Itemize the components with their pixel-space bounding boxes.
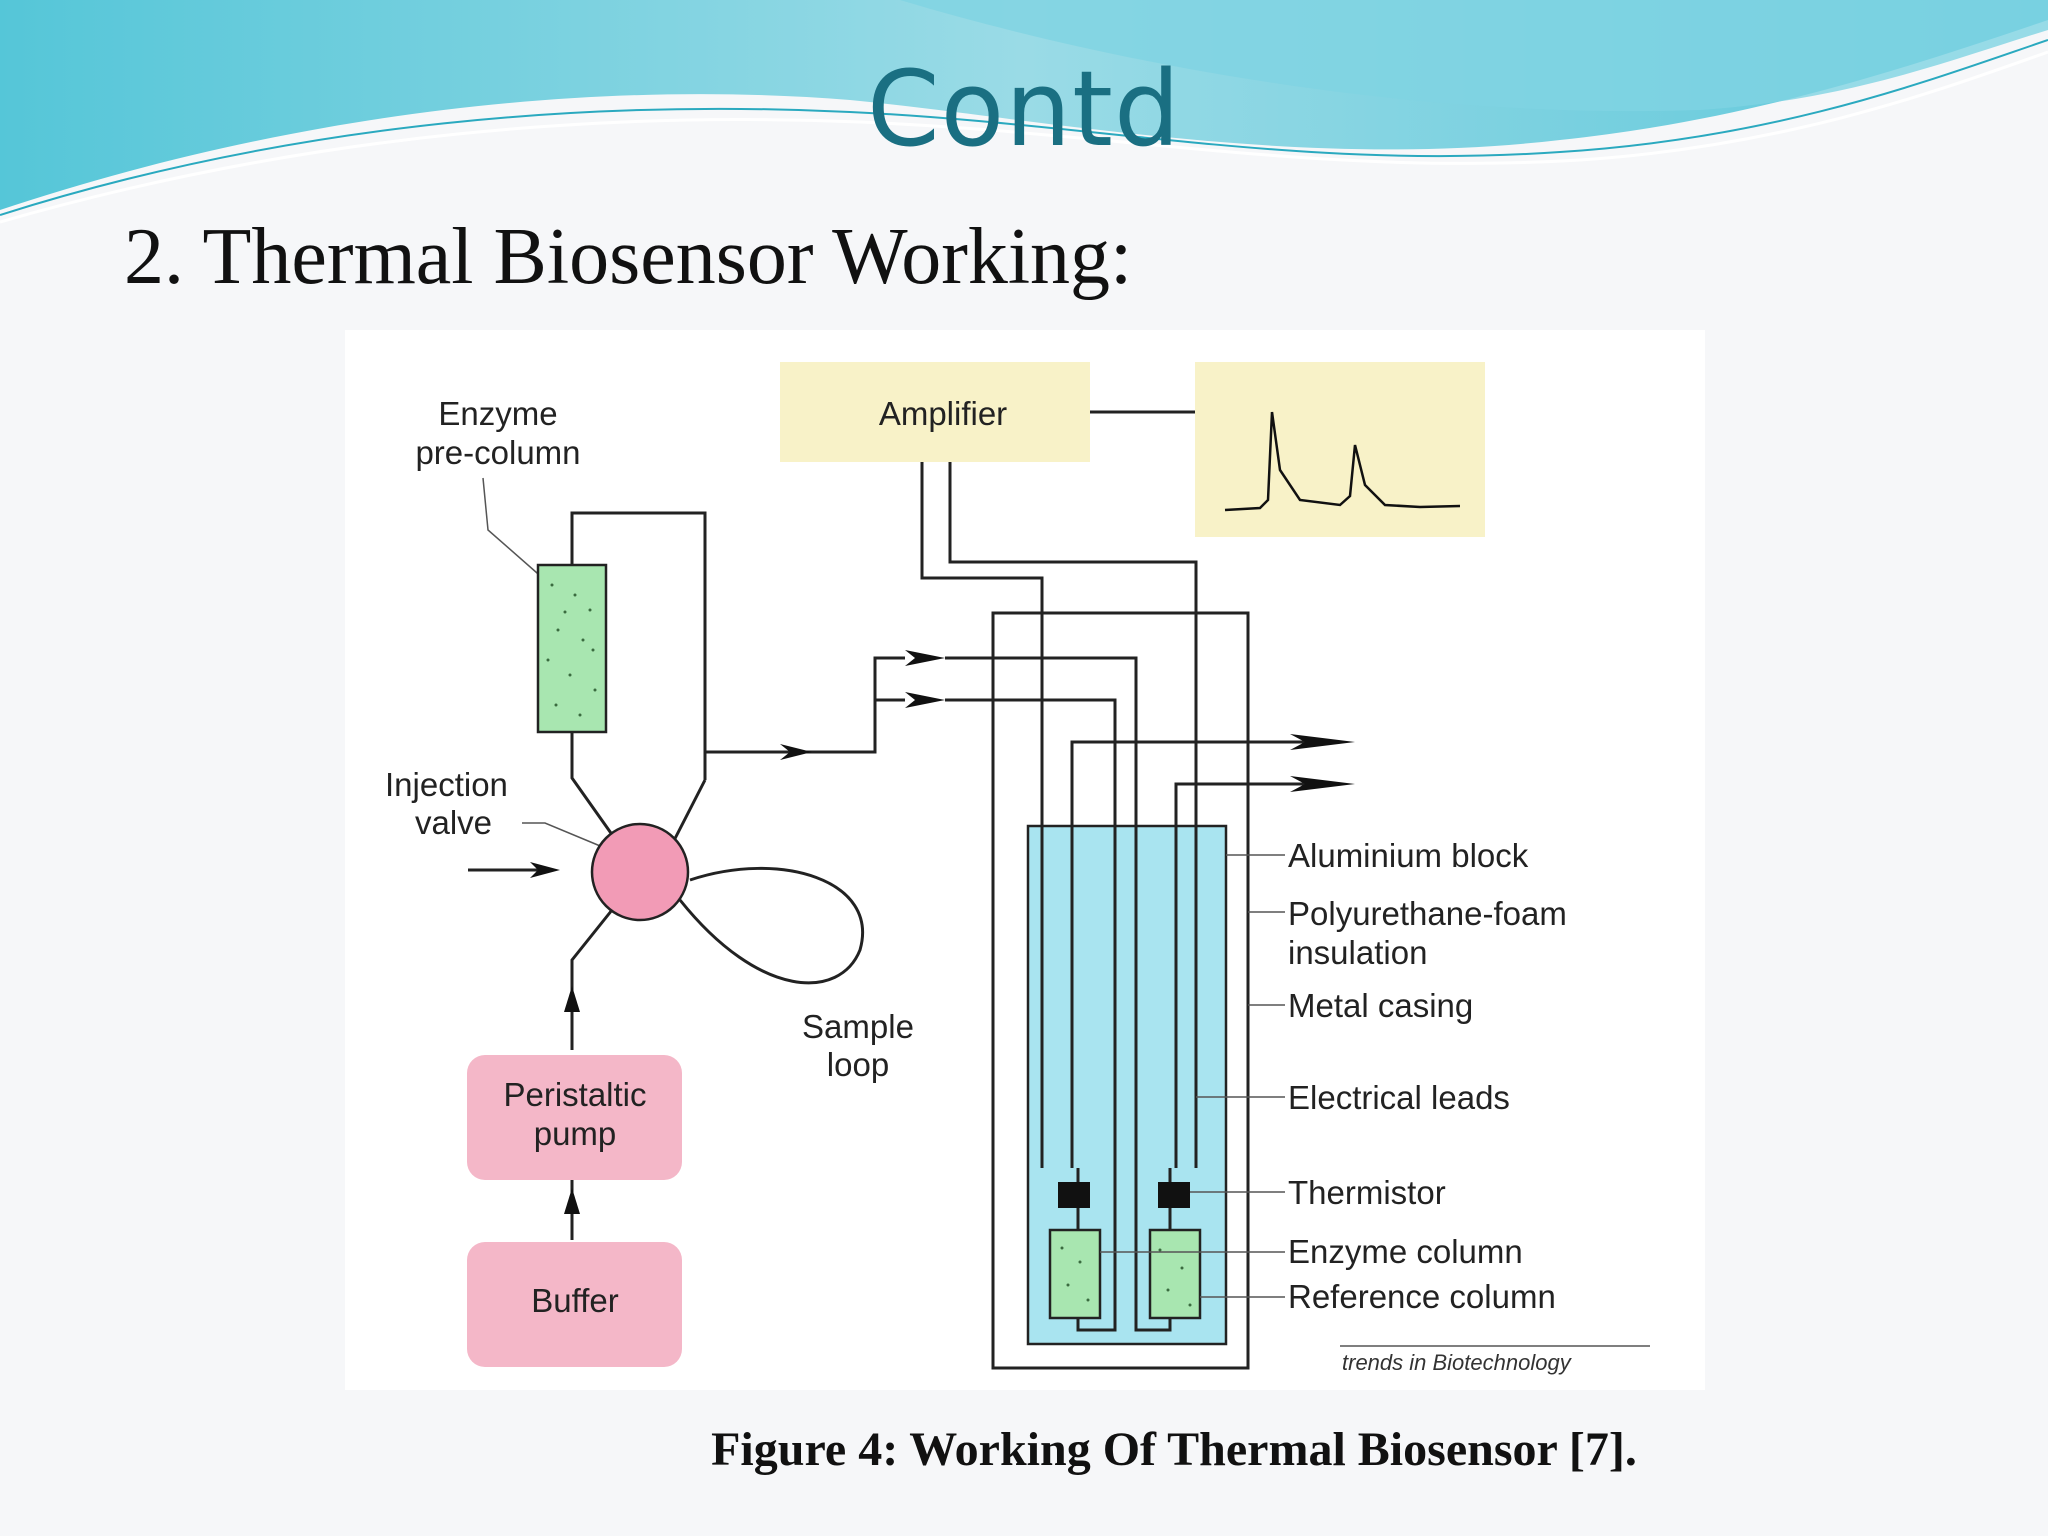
valve-to-pump-tube <box>570 899 622 1050</box>
enzyme-column-label: Enzyme column <box>1288 1233 1523 1270</box>
sample-inlet-arrowhead <box>530 862 560 878</box>
outflow-enzyme <box>1070 740 1330 1168</box>
thermistor-reference <box>1158 1182 1190 1208</box>
output-trace-box <box>1195 362 1485 537</box>
enzyme-precolumn <box>536 563 608 734</box>
enzyme-column <box>1048 1228 1102 1320</box>
amplifier-label: Amplifier <box>879 395 1007 432</box>
slide-heading: 2. Thermal Biosensor Working: <box>124 213 1133 301</box>
polyurethane-label-line2: insulation <box>1288 934 1427 971</box>
inlet-arrowhead-bottom <box>905 692 945 708</box>
outflow-arrowhead-bottom <box>1290 776 1355 792</box>
injection-valve <box>590 822 690 922</box>
header-wave <box>0 0 2048 224</box>
amplifier-box <box>780 362 1090 462</box>
injection-valve-leader <box>522 822 606 849</box>
metal-casing <box>991 611 1250 1370</box>
peristaltic-pump-label-line2: pump <box>534 1115 617 1152</box>
precolumn-loop-tube <box>570 511 707 780</box>
enzyme-precolumn-label-line2: pre-column <box>415 434 580 471</box>
slide-title: Contd <box>867 48 1181 170</box>
buffer-box <box>467 1242 682 1367</box>
inlet-arrowhead-top <box>905 650 945 666</box>
buffer-label: Buffer <box>531 1282 618 1319</box>
pump-to-valve-arrowhead <box>564 986 580 1012</box>
buffer-to-pump-arrowhead <box>564 1188 580 1214</box>
lead-left-outer <box>920 462 1044 1168</box>
thermistor-label: Thermistor <box>1288 1174 1446 1211</box>
reference-column-label: Reference column <box>1288 1278 1556 1315</box>
outflow-reference <box>1174 782 1330 1168</box>
reference-column <box>1148 1228 1202 1320</box>
injection-valve-label-line1: Injection <box>385 766 508 803</box>
precolumn-granules <box>546 583 597 717</box>
output-peaks-trace <box>1224 411 1461 512</box>
metal-casing-label: Metal casing <box>1288 987 1473 1024</box>
peristaltic-pump-label-line1: Peristaltic <box>503 1076 646 1113</box>
polyurethane-label-line1: Polyurethane-foam <box>1288 895 1567 932</box>
electrical-leads-label: Electrical leads <box>1288 1079 1510 1116</box>
peristaltic-pump-box <box>467 1055 682 1180</box>
thermistor-enzyme <box>1058 1182 1090 1208</box>
lead-right-outer <box>948 462 1198 1168</box>
source-credit: trends in Biotechnology <box>1342 1350 1573 1375</box>
figure-caption: Figure 4: Working Of Thermal Biosensor [… <box>711 1423 1637 1476</box>
sample-loop-label-line1: Sample <box>802 1008 914 1045</box>
enzyme-precolumn-leader <box>482 477 546 581</box>
enzyme-precolumn-label-line1: Enzyme <box>438 395 557 432</box>
outlet-arrowhead <box>780 744 812 760</box>
column-granules <box>1060 1246 1192 1307</box>
sample-loop-label-line2: loop <box>827 1046 889 1083</box>
sample-loop <box>678 867 864 985</box>
aluminium-block-label: Aluminium block <box>1288 837 1529 874</box>
outflow-arrowhead-top <box>1290 734 1355 750</box>
injection-valve-label-line2: valve <box>415 804 492 841</box>
